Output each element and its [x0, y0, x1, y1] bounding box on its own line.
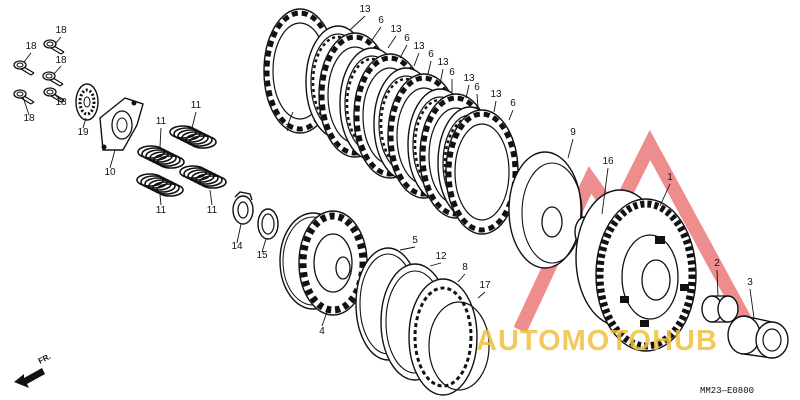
- part-label-13: 13: [437, 57, 449, 68]
- part-label-6: 6: [474, 82, 480, 93]
- part-label-11: 11: [191, 100, 202, 111]
- part-label-6: 6: [378, 15, 384, 26]
- part-label-6: 6: [449, 67, 455, 78]
- part-label-6: 6: [404, 33, 410, 44]
- part-label-13: 13: [490, 89, 502, 100]
- bearing-19: [75, 83, 99, 121]
- part-label-18: 18: [55, 97, 67, 108]
- lock-nut-14: [232, 191, 254, 225]
- watermark-text: AUTOMOTOHUB: [476, 325, 718, 357]
- guide-2: [701, 295, 739, 323]
- part-label-18: 18: [55, 55, 67, 66]
- part-label-10: 10: [104, 167, 116, 178]
- part-label-7: 7: [285, 123, 291, 134]
- part-label-16: 16: [602, 156, 614, 167]
- part-label-5: 5: [412, 235, 418, 246]
- part-label-17: 17: [479, 280, 491, 291]
- part-label-11: 11: [156, 116, 167, 127]
- part-label-1: 1: [667, 172, 673, 183]
- part-label-2: 2: [714, 258, 720, 269]
- part-label-6: 6: [510, 98, 516, 109]
- part-label-9: 9: [570, 127, 576, 138]
- part-label-19: 19: [77, 127, 89, 138]
- front-direction-arrow: [14, 368, 45, 388]
- part-label-15: 15: [256, 250, 268, 261]
- part-label-13: 13: [390, 24, 402, 35]
- direction-label: FR.: [37, 352, 53, 366]
- part-label-13: 13: [413, 41, 425, 52]
- part-label-18: 18: [55, 25, 67, 36]
- washer-15: [257, 208, 279, 240]
- part-label-12: 12: [435, 251, 447, 262]
- part-label-13: 13: [463, 73, 475, 84]
- clutch-outer-1: [575, 189, 697, 352]
- part-label-6: 6: [428, 49, 434, 60]
- needle-bearing-3: [727, 315, 789, 359]
- part-label-13: 13: [359, 4, 371, 15]
- part-label-4: 4: [319, 326, 325, 337]
- judder-plate-9: [508, 151, 583, 269]
- part-label-11: 11: [156, 205, 167, 216]
- lifter-plate-10: [99, 97, 144, 151]
- pressure-plate-stack: [355, 247, 490, 396]
- part-label-11: 11: [207, 205, 218, 216]
- part-label-18: 18: [23, 113, 35, 124]
- leader-lines: [22, 15, 755, 327]
- springs-11: [136, 125, 227, 197]
- part-label-14: 14: [231, 241, 243, 252]
- part-label-3: 3: [747, 277, 753, 288]
- part-label-18: 18: [25, 41, 37, 52]
- bolts-18: [13, 39, 65, 105]
- clutch-center-4: [279, 210, 368, 316]
- part-label-8: 8: [462, 262, 468, 273]
- diagram-code: MM23—E0800: [700, 386, 754, 396]
